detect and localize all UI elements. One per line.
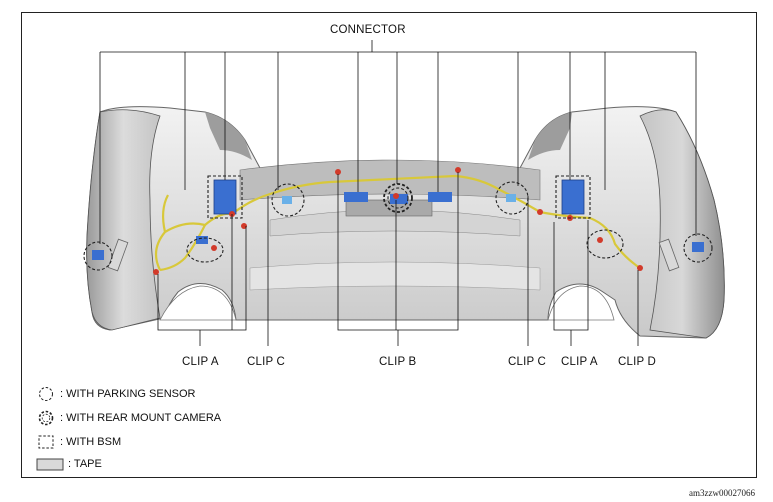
connectors <box>92 179 704 260</box>
leader-lines <box>99 40 697 346</box>
connector-center-2 <box>390 194 408 204</box>
clips <box>153 167 643 275</box>
connector-clip-a-left <box>196 236 208 244</box>
dashed-box-icon <box>36 434 58 450</box>
connector-sensor-left <box>92 250 104 260</box>
clip-ring-right <box>586 229 624 259</box>
legend-rear-camera-text: : WITH REAR MOUNT CAMERA <box>60 412 222 424</box>
connector-label: CONNECTOR <box>330 24 406 36</box>
parking-sensor-ring-left <box>83 241 113 271</box>
legend-parking-sensor-text: : WITH PARKING SENSOR <box>60 388 196 400</box>
clip-a-left-label: CLIP A <box>182 356 219 368</box>
clip-ring-left <box>186 237 224 263</box>
bsm-box-right <box>555 175 591 219</box>
legend-parking-sensor: : WITH PARKING SENSOR <box>36 386 195 402</box>
legend-bsm-text: : WITH BSM <box>60 436 122 448</box>
tape-pieces <box>107 238 680 272</box>
connector-center-1 <box>344 192 368 202</box>
rear-camera-ring-inner <box>387 187 409 209</box>
double-dashed-circle-icon <box>36 410 58 426</box>
legend-tape-text: : TAPE <box>68 458 102 470</box>
dashed-circle-icon <box>36 386 58 402</box>
connector-sensor-c-left <box>282 196 292 204</box>
connector-sensor-right <box>692 242 704 252</box>
diagram-frame <box>21 12 757 478</box>
tape-swatch-icon <box>36 456 66 472</box>
parking-sensor-ring-c-left <box>271 183 305 217</box>
connector-bsm-right <box>561 179 585 215</box>
clip-c-left-label: CLIP C <box>247 356 286 368</box>
connector-center-3 <box>428 192 452 202</box>
clip-a-right-label: CLIP A <box>561 356 598 368</box>
legend-rear-camera: : WITH REAR MOUNT CAMERA <box>36 410 221 426</box>
clip-d-label: CLIP D <box>618 356 657 368</box>
legend-bsm: : WITH BSM <box>36 434 121 450</box>
bumper-body <box>86 106 725 339</box>
parking-sensor-ring-right <box>683 233 713 263</box>
clip-c-right-label: CLIP C <box>508 356 547 368</box>
connector-bsm-left <box>213 179 237 215</box>
document-id: am3zzw00027066 <box>689 488 755 498</box>
rear-camera-ring <box>383 183 413 213</box>
legend-tape: : TAPE <box>36 456 102 472</box>
clip-b-label: CLIP B <box>379 356 417 368</box>
connector-sensor-c-right <box>506 194 516 202</box>
